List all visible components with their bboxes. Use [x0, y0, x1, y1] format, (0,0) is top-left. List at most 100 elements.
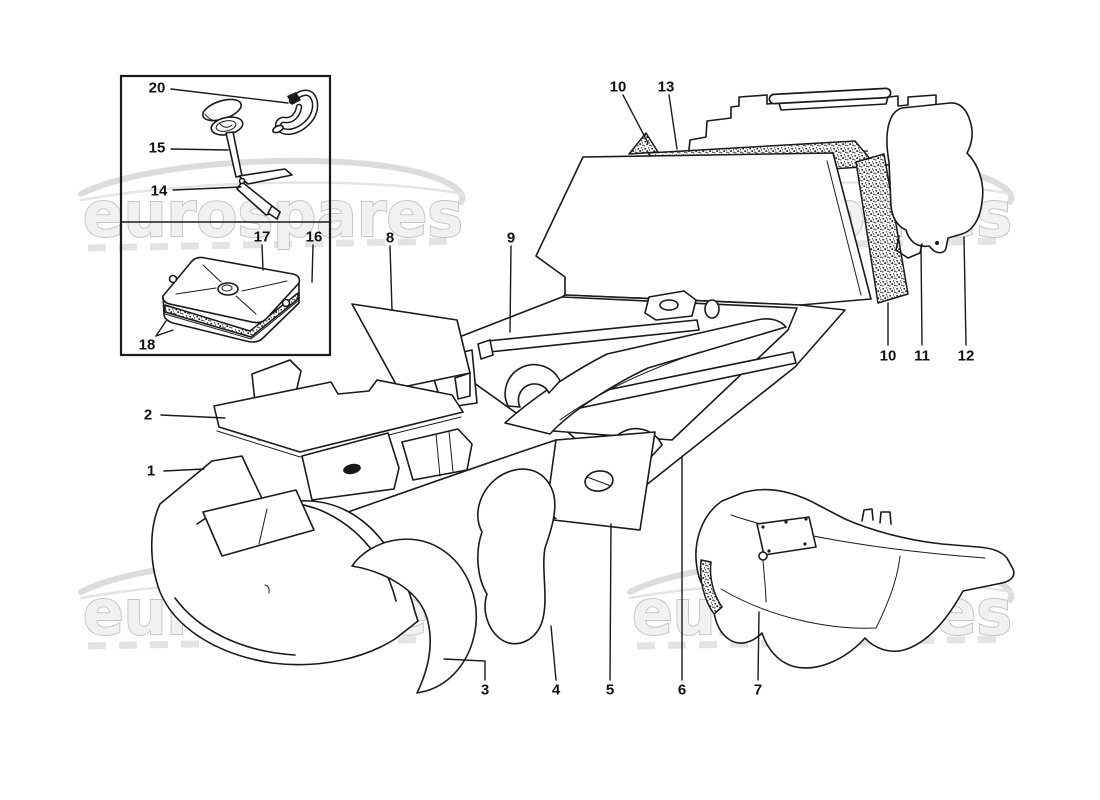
callout-label: 7 [754, 682, 762, 699]
callout-label: 3 [481, 682, 489, 699]
callout-label: 20 [149, 80, 166, 97]
sill-oval-slot [586, 476, 612, 487]
jack-stem [225, 131, 243, 178]
callout-9: 9 [507, 230, 515, 333]
panel7-foam-edge [699, 559, 723, 615]
callout-label: 11 [914, 348, 930, 365]
tool-case-screw-left [168, 274, 178, 284]
panel7-plate-screws [761, 517, 808, 553]
jack-ring-inner [215, 120, 237, 132]
bulkhead-panel-crease [826, 160, 862, 296]
tunnel-ring-1 [504, 363, 561, 408]
tool-case-x-lines [175, 264, 288, 315]
tunnel-bar-line [559, 351, 701, 421]
tool-case-gasket [164, 292, 299, 338]
callout-label: 9 [507, 230, 515, 247]
tool-case-latch [281, 298, 291, 308]
callout-label: 1 [147, 463, 155, 480]
callout-label: 2 [144, 407, 152, 424]
tool-case-seam [164, 300, 299, 340]
callout-5: 5 [606, 523, 614, 699]
flap-panel-3 [351, 538, 478, 694]
callout-leader [963, 236, 967, 346]
callout-leader [163, 468, 205, 472]
panel7-contour-bottom [720, 555, 901, 629]
bucket-edge [258, 508, 268, 545]
callout-leader [311, 244, 314, 283]
shelf-panel-edge [216, 416, 462, 458]
callout-leader [668, 94, 678, 150]
floor-assembly [448, 290, 798, 472]
callout-leader [920, 244, 923, 346]
callout-leader [170, 88, 289, 104]
callout-label: 10 [610, 79, 627, 96]
tunnel-cover-panel [695, 488, 1015, 669]
callout-leader [509, 245, 512, 333]
flap8-panel [351, 303, 471, 389]
bulkhead-insulation-panel [535, 152, 872, 306]
callout-20: 20 [149, 80, 289, 104]
shelf-box-b-seams [435, 430, 454, 477]
floor-rail-a-block [477, 339, 494, 360]
callout-leader [550, 625, 557, 681]
callout-11: 11 [914, 244, 930, 365]
callout-label: 12 [958, 348, 975, 365]
shelf-box-a-hole [343, 463, 361, 475]
callout-3: 3 [443, 658, 489, 699]
rear-panel-bar-inner [770, 89, 890, 103]
flap8-leg-right [454, 372, 471, 400]
callout-10: 10 [610, 79, 649, 144]
tool-case-center-hole [221, 284, 233, 292]
shelf-panel [213, 379, 464, 453]
strap-end-block [287, 92, 301, 105]
watermark-swoosh [78, 157, 466, 205]
shelf-assembly [213, 359, 656, 544]
callout-label: 16 [306, 229, 323, 246]
callout-2: 2 [144, 407, 226, 424]
bucket-hook [264, 584, 270, 594]
callout-7: 7 [754, 611, 762, 699]
callout-label: 17 [254, 229, 271, 246]
tool-case [162, 256, 301, 343]
bucket-tray [202, 489, 315, 557]
callout-leader [443, 658, 486, 681]
callout-label: 15 [149, 140, 166, 157]
panel7-bolt [758, 551, 768, 561]
foam-strip-vertical [855, 153, 909, 304]
bucket-lip-line [174, 597, 296, 656]
callout-leader [155, 320, 167, 337]
strap-inner [276, 91, 317, 134]
callout-label: 10 [880, 348, 897, 365]
callout-leader [170, 148, 229, 151]
callout-leader [160, 414, 226, 419]
callout-14: 14 [151, 183, 242, 200]
callout-4: 4 [550, 625, 561, 699]
callout-label: 5 [606, 682, 614, 699]
callout-leader [172, 186, 242, 191]
callout-label: 18 [139, 337, 156, 354]
strap-head [272, 124, 284, 134]
callout-label: 14 [151, 183, 168, 200]
callout-6: 6 [678, 455, 686, 699]
callout-leader [757, 611, 760, 681]
callout-leader [622, 94, 649, 144]
strap [272, 89, 319, 135]
jack-pivot [238, 177, 246, 185]
callout-leader [261, 244, 264, 271]
quarter-panel-dot [935, 241, 939, 245]
callout-label: 8 [386, 230, 394, 247]
callout-1: 1 [147, 463, 205, 480]
quarter-panel-outline [886, 102, 984, 254]
panel7-notches [861, 508, 892, 525]
quarter-panel [886, 102, 984, 259]
callout-18: 18 [139, 320, 174, 354]
inset-box [119, 74, 332, 357]
callout-12: 12 [958, 236, 975, 365]
flap-panel-4 [477, 468, 556, 645]
callout-leader [389, 245, 393, 311]
panel7-bolt-stem [762, 559, 767, 603]
artwork-layer [119, 74, 1015, 694]
